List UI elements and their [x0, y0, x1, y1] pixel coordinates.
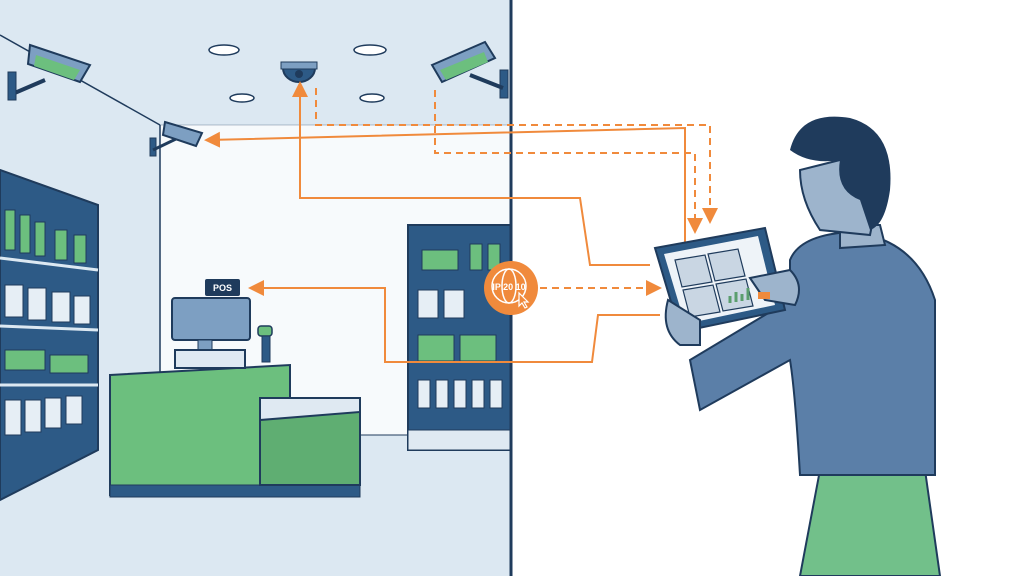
data-flow-arrows	[204, 81, 718, 363]
cctv-camera-icon	[7, 43, 92, 101]
checkout-counter	[109, 363, 361, 498]
network-badge-label: IP 20 10	[492, 282, 525, 292]
dashed-arrow-dome	[315, 88, 718, 224]
pos-label: POS	[213, 283, 232, 293]
globe-cursor-icon: IP 20 10	[484, 261, 538, 315]
dashed-arrow-ceiling-camera	[434, 90, 703, 234]
tablet-icon	[653, 226, 787, 334]
arrow-to-pos	[248, 280, 660, 363]
barcode-scanner-icon	[257, 325, 273, 363]
cctv-camera-icon	[149, 120, 204, 157]
pants	[798, 469, 942, 576]
right-hand	[748, 268, 800, 307]
left-hand	[664, 298, 701, 346]
ceiling-lights	[208, 44, 387, 103]
left-shelf	[0, 168, 99, 502]
dome-camera-icon	[280, 61, 318, 83]
shirt	[688, 230, 936, 476]
pos-terminal-icon: POS	[171, 279, 251, 369]
arrow-to-wall-camera	[204, 126, 686, 258]
cctv-camera-icon	[430, 40, 509, 99]
arrow-to-dome-camera	[292, 81, 650, 266]
person-with-tablet	[653, 116, 942, 576]
bar-chart-icon	[728, 288, 750, 303]
store-scene: POS	[0, 0, 512, 576]
right-shelf	[407, 224, 512, 451]
hair	[790, 116, 891, 230]
